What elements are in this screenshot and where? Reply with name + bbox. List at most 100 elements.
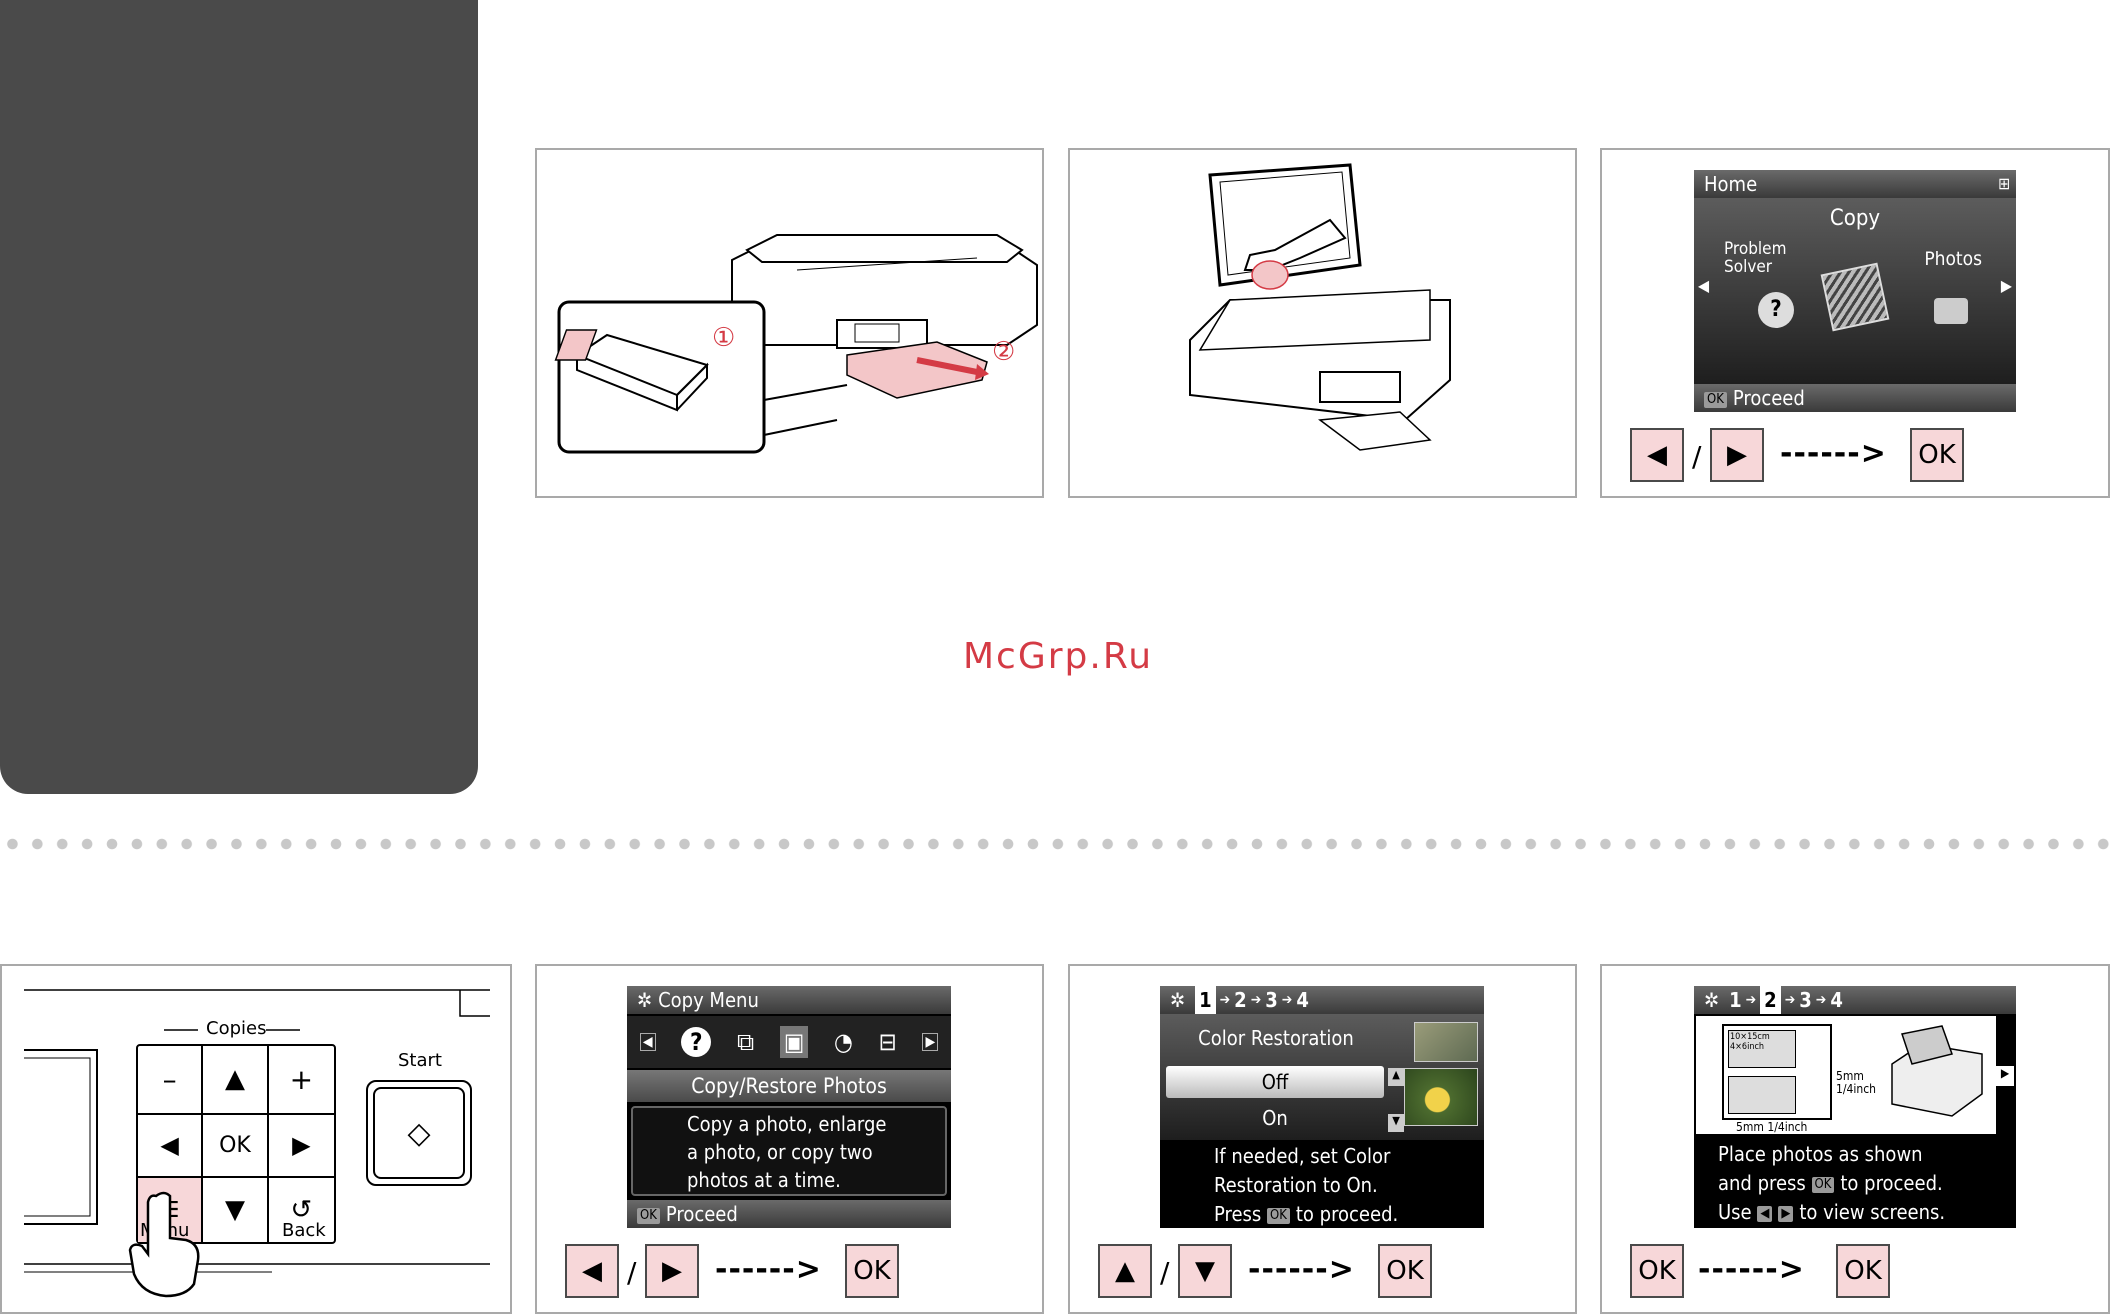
key-down[interactable]: ▼ [203,1178,269,1242]
step-indicator: ✲ 1➔ 2➔ 3➔ 4 [1160,986,1484,1014]
left-chip-icon: ◀ [1757,1206,1773,1222]
callout-2: ② [992,337,1015,367]
key-left[interactable]: ◀ [1630,428,1684,482]
scroll-down-icon[interactable]: ▼ [1388,1114,1404,1132]
start-label: Start [398,1050,442,1071]
lcd-home: Home ⊞ Copy Problem Solver Photos ◀ ▶ ? … [1694,170,2016,412]
message-line-1: If needed, set Color [1214,1144,1391,1168]
key-right[interactable]: ▶ [268,1115,334,1179]
step-4: 4 [1830,988,1843,1012]
key-up[interactable]: ▲ [1098,1244,1152,1298]
home-center-label: Copy [1829,206,1881,231]
message-line-2: Restoration to On. [1214,1173,1378,1197]
option-off[interactable]: Off [1166,1066,1384,1098]
ok-chip: OK [637,1208,660,1224]
key-left[interactable]: ◀ [565,1244,619,1298]
message-line-3a: Press [1214,1202,1262,1226]
message-line-3b: to view screens. [1799,1200,1946,1224]
settings-gear-icon: ✲ [637,988,653,1012]
settings-gear-icon: ✲ [1704,988,1720,1012]
panel-home-screen: Home ⊞ Copy Problem Solver Photos ◀ ▶ ? … [1600,148,2110,498]
restoration-title: Color Restoration [1198,1026,1354,1050]
dotted-divider [0,838,2110,850]
faded-photo-thumbnail [1414,1022,1478,1062]
ok-chip: OK [1811,1177,1835,1193]
question-icon: ? [1758,292,1794,328]
callout-1: ① [712,323,735,353]
restoration-options: Color Restoration Off On ▲ ▼ [1160,1014,1484,1140]
lcd-header: Home ⊞ [1694,170,2016,198]
footer-proceed: Proceed [1732,386,1805,410]
arrow-to-ok: ------> [1780,436,1887,471]
settings-gear-icon: ✲ [1170,988,1186,1012]
lcd-place-photos: ✲ 1➔ 2➔ 3➔ 4 10×15cm 4×6inch 5mm 1/4inch… [1694,986,2016,1228]
panel-copy-menu: ✲Copy Menu ◀ ? ⧉ ▣ ◔ ⊟ ▶ Copy/Restore Ph… [535,964,1044,1314]
option-on[interactable]: On [1262,1106,1288,1130]
scroll-left-icon[interactable]: ◀ [639,1033,656,1051]
photo-size-inch: 4×6inch [1730,1042,1765,1052]
footer-proceed: Proceed [665,1202,738,1226]
margin-bottom-label: 5mm 1/4inch [1736,1120,1808,1134]
scanner-illustration [1189,163,1451,451]
next-screen-icon[interactable]: ▶ [1996,1066,2014,1086]
step-1: 1 [1729,988,1742,1012]
right-arrow-icon: ▶ [2000,276,2012,295]
key-ok[interactable]: OK [203,1114,269,1179]
panel-place-photos: ✲ 1➔ 2➔ 3➔ 4 10×15cm 4×6inch 5mm 1/4inch… [1600,964,2110,1314]
pointing-hand-icon [128,1191,200,1298]
scanner-open-icon [1891,1025,1983,1117]
home-left-label: Problem Solver [1724,239,1787,277]
start-button-inner: ◇ [373,1087,465,1179]
step-4: 4 [1296,988,1309,1012]
cd-print-icon[interactable]: ◔ [834,1028,853,1056]
scroll-right-icon[interactable]: ▶ [922,1033,939,1051]
key-right[interactable]: ▶ [1710,428,1764,482]
panel-place-original [1068,148,1577,498]
key-up[interactable]: ▲ [203,1046,269,1115]
slash-separator: / [1692,440,1702,473]
copy-pages-icon[interactable]: ⧉ [737,1028,755,1056]
description-box: Copy a photo, enlarge a photo, or copy t… [631,1106,947,1196]
key-right[interactable]: ▶ [645,1244,699,1298]
copy-icon [1820,262,1890,332]
slash-separator: / [1160,1256,1170,1289]
section-tab [0,0,478,794]
start-diamond-icon: ◇ [407,1115,431,1151]
home-right-label: Photos [1924,248,1982,270]
margin-right-inch: 1/4inch [1836,1082,1876,1096]
restore-photo-icon[interactable]: ▣ [779,1026,809,1058]
step-2: 2 [1234,988,1247,1012]
slash-separator: / [627,1256,637,1289]
placement-diagram: 10×15cm 4×6inch 5mm 1/4inch 5mm 1/4inch [1696,1016,1996,1134]
key-ok-first[interactable]: OK [1630,1244,1684,1298]
photo-slot-1: 10×15cm 4×6inch [1728,1030,1796,1068]
help-icon[interactable]: ? [681,1027,712,1057]
step-3: 3 [1265,988,1278,1012]
key-left[interactable]: ◀ [138,1114,204,1179]
key-ok[interactable]: OK [1910,428,1964,482]
glass-area: 10×15cm 4×6inch [1722,1024,1832,1120]
photo-size-cm: 10×15cm [1730,1032,1770,1042]
message-line-2a: and press [1718,1171,1806,1195]
key-down[interactable]: ▼ [1178,1244,1232,1298]
key-back[interactable]: ↺ [290,1195,313,1226]
margin-right-label: 5mm 1/4inch [1836,1070,1876,1096]
lcd-color-restoration: ✲ 1➔ 2➔ 3➔ 4 Color Restoration Off On ▲ … [1160,986,1484,1228]
key-plus[interactable]: + [268,1046,334,1115]
scroll-up-icon[interactable]: ▲ [1388,1068,1404,1086]
key-ok[interactable]: OK [845,1244,899,1298]
margin-right-mm: 5mm [1836,1069,1864,1083]
layout-icon[interactable]: ⊟ [878,1028,897,1056]
key-ok[interactable]: OK [1378,1244,1432,1298]
key-ok[interactable]: OK [1836,1244,1890,1298]
home-carousel: Copy Problem Solver Photos ◀ ▶ ? [1694,198,2016,384]
step-indicator: ✲ 1➔ 2➔ 3➔ 4 [1694,986,2016,1014]
key-minus[interactable]: – [138,1046,204,1115]
message-line-2b: to proceed. [1840,1171,1943,1195]
step-1: 1 [1195,986,1216,1014]
ok-chip: OK [1267,1208,1290,1224]
description-line-1: Copy a photo, enlarge [687,1112,887,1136]
start-button[interactable]: ◇ [366,1080,472,1186]
restoration-message: If needed, set Color Restoration to On. … [1160,1142,1484,1228]
message-line-3a: Use [1718,1200,1752,1224]
